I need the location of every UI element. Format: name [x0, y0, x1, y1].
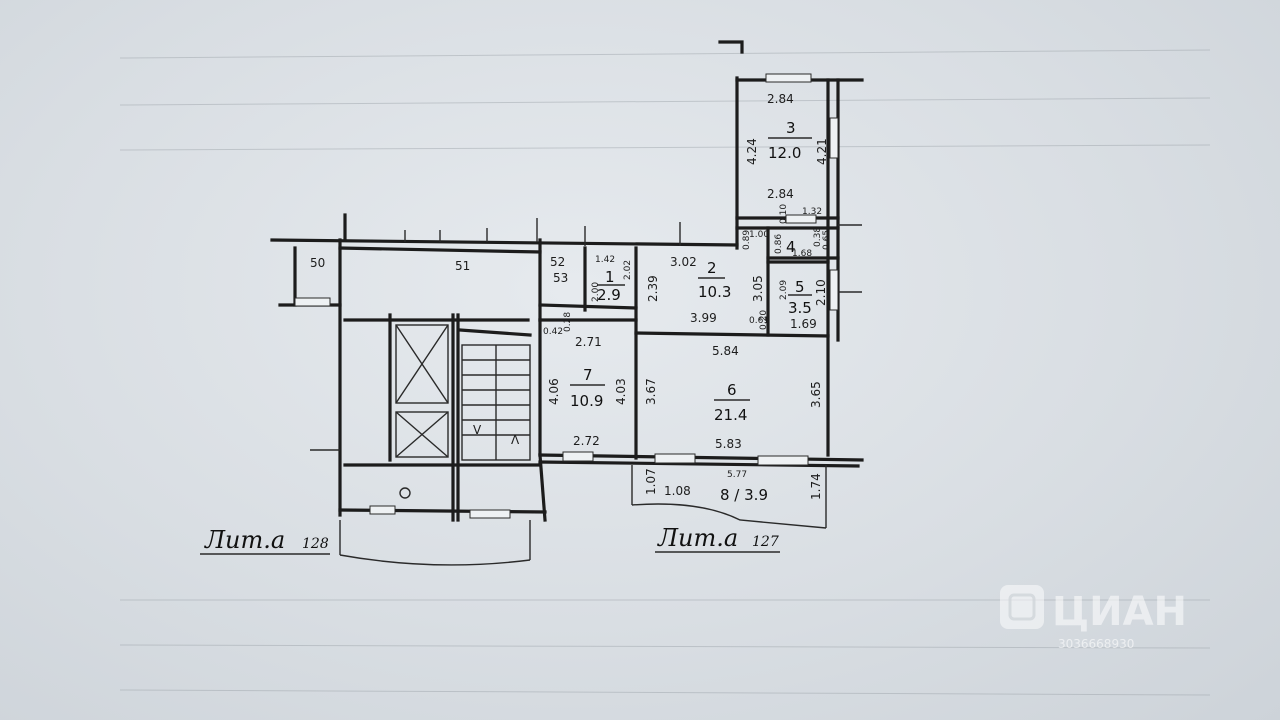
neighbor-50: 50 — [310, 256, 325, 270]
staircase — [461, 344, 531, 461]
dim-label: 4.06 — [547, 378, 561, 405]
room-3: 3 12.0 — [768, 119, 812, 162]
room-7-area: 10.9 — [570, 392, 603, 410]
room-2-number: 2 — [707, 259, 717, 277]
dim-label: 1.00 — [749, 230, 769, 240]
room-2-area: 10.3 — [698, 283, 731, 301]
lit-label-number: 128 — [302, 536, 329, 552]
dim-label: 3.99 — [690, 311, 717, 325]
neighbor-53: 53 — [553, 271, 568, 285]
room-3-area: 12.0 — [768, 144, 801, 162]
dim-label: 1.07 — [644, 468, 658, 495]
dim-label: 2.10 — [814, 279, 828, 306]
room-7-number: 7 — [583, 366, 593, 384]
stair-down-mark: V — [473, 423, 482, 437]
lit-label-number: 127 — [752, 534, 779, 550]
dim-label: 0.61 — [749, 316, 769, 326]
dim-label: 2.84 — [767, 92, 794, 106]
dim-label: 0.86 — [774, 234, 784, 254]
dim-label: 0.28 — [563, 312, 573, 332]
room-4: 4 — [786, 238, 796, 256]
dim-label: 4.03 — [614, 378, 628, 405]
room-6-area: 21.4 — [714, 406, 747, 424]
lit-label-text: Лит.а — [204, 526, 285, 554]
dim-label: 0.38 — [813, 227, 823, 247]
lit-label-text: Лит.а — [657, 524, 738, 552]
dim-label: 3.65 — [809, 381, 823, 408]
dim-label: 1.08 — [664, 484, 691, 498]
dim-label: 0.89 — [742, 230, 752, 250]
room-1: 1 2.9 — [597, 268, 625, 304]
watermark: ЦИАН 3036668930 — [1000, 585, 1187, 651]
stair-up-mark: Λ — [511, 433, 520, 447]
dim-label: 2.02 — [623, 260, 633, 280]
watermark-id: 3036668930 — [1058, 637, 1134, 651]
dim-label: 5.83 — [715, 437, 742, 451]
elevator-shaft-lower — [395, 411, 449, 458]
dimensions: 2.84 4.24 4.21 2.84 1.32 0.10 1.00 0.89 … — [543, 92, 832, 500]
room-7: 7 10.9 — [570, 366, 605, 410]
dim-label: 2.72 — [573, 434, 600, 448]
dim-label: 1.32 — [802, 207, 822, 217]
room-6: 6 21.4 — [714, 381, 750, 424]
room-1-number: 1 — [605, 268, 615, 286]
dim-label: 4.24 — [745, 138, 759, 165]
room-4-number: 4 — [786, 238, 796, 256]
dim-label: 0.20 — [759, 310, 769, 330]
cian-logo-icon — [1000, 585, 1044, 629]
dim-label: 5.77 — [727, 470, 747, 480]
elevator-shaft-upper — [395, 324, 449, 404]
dim-label: 1.68 — [792, 249, 812, 259]
dim-label: 2.84 — [767, 187, 794, 201]
dim-label: 3.02 — [670, 255, 697, 269]
dim-label: 2.39 — [646, 275, 660, 302]
dim-label: 4.21 — [815, 138, 829, 165]
neighbor-52: 52 — [550, 255, 565, 269]
dim-label: 0.65 — [822, 230, 832, 250]
room-8-label: 8 / 3.9 — [720, 486, 768, 504]
dim-label: 0.10 — [779, 204, 789, 224]
dim-label: 3.05 — [751, 275, 765, 302]
dim-label: 2.00 — [591, 282, 601, 302]
dim-label: 2.71 — [575, 335, 602, 349]
room-5-number: 5 — [795, 278, 805, 296]
dim-label: 1.74 — [809, 473, 823, 500]
windows — [294, 73, 839, 519]
dim-label: 1.42 — [595, 255, 615, 265]
watermark-brand: ЦИАН — [1052, 589, 1187, 635]
walls — [270, 40, 864, 566]
room-3-number: 3 — [786, 119, 796, 137]
paper-show-through — [119, 49, 1211, 696]
dim-label: 2.09 — [779, 280, 789, 300]
dim-label: 0.42 — [543, 327, 563, 337]
room-5-area: 3.5 — [788, 299, 812, 317]
dim-label: 1.69 — [790, 317, 817, 331]
room-6-number: 6 — [727, 381, 737, 399]
lit-label-128: Лит.а 128 — [200, 526, 330, 555]
room-2: 2 10.3 — [698, 259, 731, 301]
dim-label: 3.67 — [644, 378, 658, 405]
floor-drain — [399, 487, 411, 499]
room-5: 5 3.5 — [788, 278, 812, 317]
dim-label: 5.84 — [712, 344, 739, 358]
neighbor-51: 51 — [455, 259, 470, 273]
room-1-area: 2.9 — [597, 286, 621, 304]
lit-label-127: Лит.а 127 — [655, 524, 780, 553]
